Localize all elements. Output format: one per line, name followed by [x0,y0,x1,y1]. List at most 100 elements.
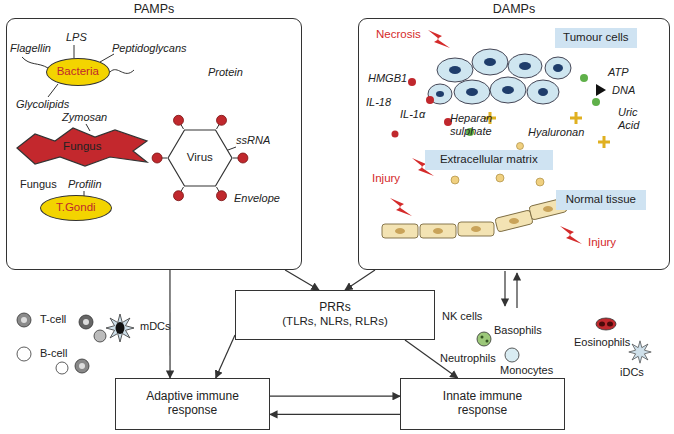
cell-nucleus [502,86,514,94]
tumour-cell [527,80,559,104]
tissue-tag: Tumour cells [555,28,637,48]
monocyte-icon [505,348,519,362]
leader-line [74,45,75,58]
node-label: Adaptive immune response [142,390,243,418]
cell-nucleus [543,206,553,212]
dendritic-cell-icon [629,341,651,363]
uric-acid-cross [570,112,582,124]
flow-arrow [270,396,400,397]
hmgb1-dot [408,78,416,86]
molecule-label: Zymosan [62,111,107,124]
response-box: Adaptive immune response [115,378,270,430]
molecule-label: Uric Acid [618,106,650,131]
virus-ball [152,153,162,163]
cell-nucleus [436,91,444,97]
red-label-text: Injury [588,236,616,249]
cell-nucleus [449,66,461,74]
molecule-label: Envelope [234,192,280,205]
b-cell-icon [56,362,68,374]
b-cell-icon [75,359,89,373]
node-label: T.Gondi [56,201,96,214]
basophil-icon [477,332,491,346]
cell-nucleus [433,228,443,234]
cell-nucleus [538,88,548,96]
virus-ball [174,115,184,125]
cell-nucleus [599,322,605,327]
cell-nucleus [79,363,85,369]
node-label: Innate immune response [427,390,538,418]
tissue-tag: Normal tissue [556,190,646,210]
fungus-shape: Fungus [15,126,150,168]
molecule-label: Peptidoglycans [112,42,187,55]
lightning-bolt [390,198,412,216]
tissue-cell [495,210,533,232]
t-cell-icon [79,315,93,329]
flow-arrow [169,270,170,378]
panel-heading: PAMPs [7,2,301,16]
node-label: Fungus [63,140,101,153]
granule-dot [486,340,489,343]
node-label: Virus [187,151,213,164]
fungus-outline [17,128,147,166]
cell-nucleus [116,322,125,334]
t-cell-icon [17,313,31,327]
flagellum-line [110,70,134,74]
uric-acid-cross [598,136,610,148]
node-label: Normal tissue [566,193,636,206]
node-label: Extracellular matrix [440,153,538,166]
molecule-label: Protein [208,66,243,79]
cell-nucleus [471,226,481,232]
tissue-cell [382,224,418,238]
hexagon-outline [168,130,232,186]
molecule-label: ATP [608,66,629,79]
flagellum-line [22,57,48,68]
molecule-label: DNA [612,84,635,97]
molecule-label: Hyaluronan [528,126,584,139]
cell-nucleus [83,319,89,325]
label-text: Monocytes [500,364,553,377]
red-label-text: Injury [372,172,400,185]
tumour-cell [437,58,473,82]
molecule-label: Glycolipids [16,98,69,111]
response-box: Innate immune response [400,378,565,430]
leader-line [100,54,114,62]
tissue-cell [458,222,494,236]
hyaluronan-dot [496,174,504,182]
parasite-cell: T.Gondi [40,195,112,221]
tumour-cell [472,49,508,75]
panel-heading: DAMPs [359,2,669,16]
molecule-label: IL-1α [400,108,425,121]
exchange-arrow [516,273,517,308]
molecule-label: HMGB1 [368,72,407,85]
receptor-box: PRRs(TLRs, NLRs, RLRs) [235,290,435,340]
molecule-label: IL-18 [366,96,391,109]
molecule-label: Profilin [68,178,102,191]
cell-nucleus [553,64,563,72]
cell-nucleus [21,317,27,323]
tumour-cell [545,57,571,79]
bacteria-cell: Bacteria [46,58,110,86]
hyaluronan-dot [536,178,544,186]
cell-nucleus [509,218,519,224]
cell-nucleus [395,228,405,234]
atp-dot [580,74,588,82]
dendritic-cell-icon [106,314,134,342]
flow-arrow [216,335,235,378]
label-text: Eosinophils [574,336,630,349]
cell-nucleus [519,62,531,70]
cell-nucleus [607,322,613,327]
node-label: Bacteria [57,65,99,78]
label-text: Neutrophils [440,352,496,365]
tumour-cell [508,54,542,78]
granule-dot [481,336,484,339]
dna-marker [596,84,606,96]
label-text: iDCs [620,366,644,379]
lightning-bolt [428,30,450,48]
virus-ball [238,153,248,163]
tumour-cell [454,80,490,104]
tissue-cell [420,224,456,238]
flow-arrow [270,414,400,415]
label-text: mDCs [140,320,171,333]
cell-nucleus [466,88,478,96]
